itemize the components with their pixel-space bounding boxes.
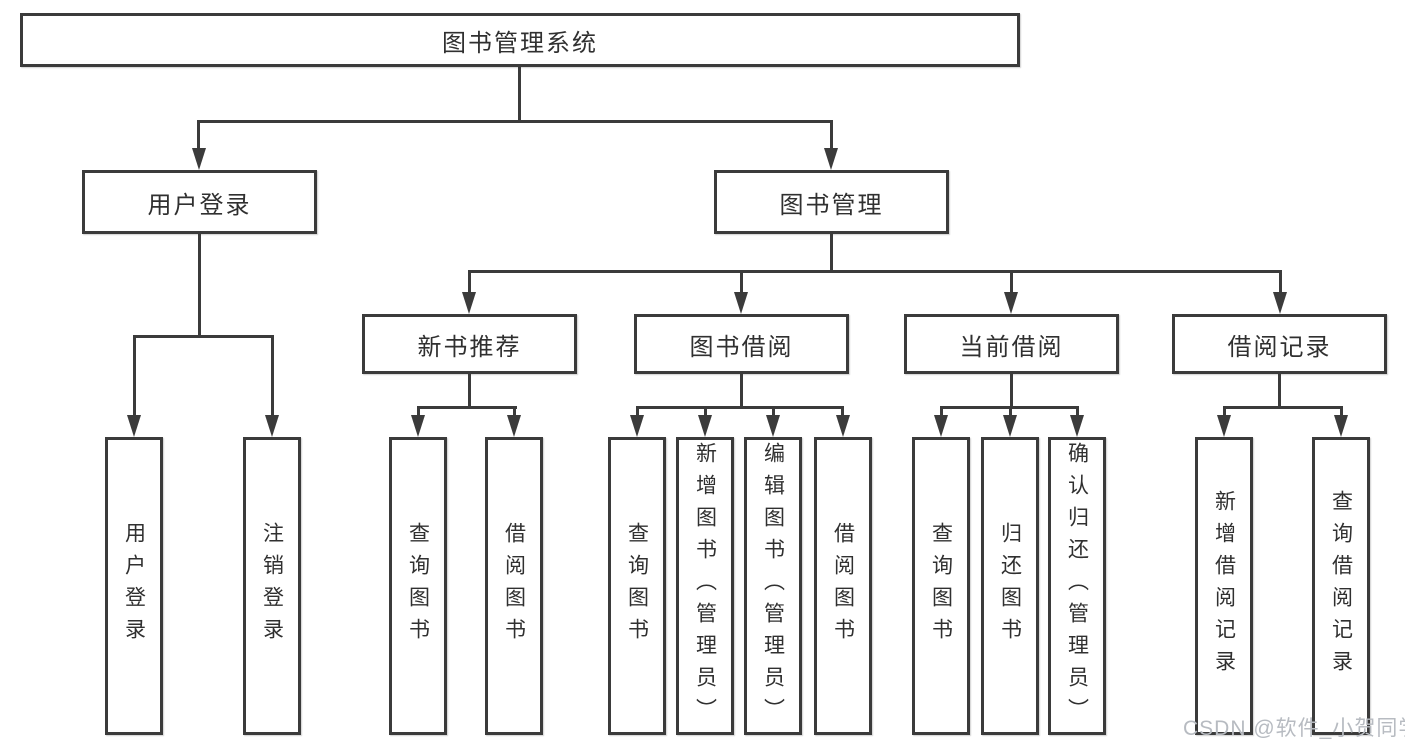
connector-stem-new-book	[468, 270, 471, 294]
leaf-add-books-admin: 新增图书（管理员）	[676, 437, 734, 735]
connector-stem-leaf-logout	[271, 335, 274, 417]
node-borrow-records: 借阅记录	[1172, 314, 1387, 374]
connector-root-trunk	[518, 67, 521, 122]
connector-book-borrow-down	[740, 374, 743, 408]
arrowhead-icon	[1003, 415, 1017, 437]
arrowhead-current-borrow-icon	[1004, 292, 1018, 314]
leaf-label: 编辑图书（管理员）	[761, 442, 785, 730]
arrowhead-leaf-logout-icon	[265, 415, 279, 437]
connector-user-login-bus	[133, 335, 274, 338]
connector-stem	[636, 406, 639, 417]
connector-stem	[1009, 406, 1012, 417]
leaf-label: 归还图书	[998, 522, 1022, 650]
leaf-label: 查询图书	[406, 522, 430, 650]
arrowhead-icon	[411, 415, 425, 437]
leaf-label: 新增图书（管理员）	[693, 442, 717, 730]
connector-level2-bus	[197, 120, 833, 123]
connector-stem-current-borrow	[1010, 270, 1013, 294]
connector-stem	[1340, 406, 1343, 417]
connector-user-login-down	[198, 234, 201, 337]
connector-new-book-bus	[417, 406, 517, 409]
arrowhead-leaf-login-icon	[127, 415, 141, 437]
connector-stem	[841, 406, 844, 417]
connector-stem-book-management	[830, 120, 833, 150]
connector-borrow-records-down	[1278, 374, 1281, 408]
leaf-logout: 注销登录	[243, 437, 301, 735]
leaf-label: 查询图书	[929, 522, 953, 650]
arrowhead-icon	[766, 415, 780, 437]
connector-stem-borrow-records	[1279, 270, 1282, 294]
watermark-text: CSDN @软件_小贺同学	[1183, 717, 1405, 740]
arrowhead-icon	[1217, 415, 1231, 437]
arrowhead-book-management-icon	[824, 148, 838, 170]
leaf-label: 借阅图书	[831, 522, 855, 650]
node-label: 图书管理	[779, 191, 884, 219]
leaf-query-books-borrow: 查询图书	[608, 437, 666, 735]
leaf-edit-books-admin: 编辑图书（管理员）	[744, 437, 802, 735]
arrowhead-new-book-icon	[462, 292, 476, 314]
arrowhead-icon	[630, 415, 644, 437]
arrowhead-icon	[507, 415, 521, 437]
node-current-borrow: 当前借阅	[904, 314, 1119, 374]
node-label: 图书管理系统	[442, 29, 598, 57]
leaf-label: 查询图书	[625, 522, 649, 650]
node-label: 图书借阅	[689, 333, 794, 361]
connector-stem	[1076, 406, 1079, 417]
connector-level3-bus	[468, 270, 1282, 273]
node-new-book-recommend: 新书推荐	[362, 314, 577, 374]
node-label: 新书推荐	[417, 333, 522, 361]
arrowhead-icon	[1334, 415, 1348, 437]
leaf-label: 注销登录	[260, 522, 284, 650]
connector-book-borrow-bus	[636, 406, 844, 409]
node-library-management-system: 图书管理系统	[20, 13, 1020, 67]
connector-stem	[704, 406, 707, 417]
node-book-borrow: 图书借阅	[634, 314, 849, 374]
connector-stem	[772, 406, 775, 417]
node-label: 当前借阅	[959, 333, 1064, 361]
leaf-label: 确认归还（管理员）	[1065, 442, 1089, 730]
arrowhead-icon	[836, 415, 850, 437]
leaf-query-books-recommend: 查询图书	[389, 437, 447, 735]
leaf-query-books-current: 查询图书	[912, 437, 970, 735]
arrowhead-icon	[934, 415, 948, 437]
leaf-user-login: 用户登录	[105, 437, 163, 735]
connector-stem	[417, 406, 420, 417]
connector-borrow-records-bus	[1223, 406, 1343, 409]
connector-stem	[513, 406, 516, 417]
connector-current-borrow-down	[1010, 374, 1013, 408]
leaf-borrow-books-recommend: 借阅图书	[485, 437, 543, 735]
connector-stem-user-login	[197, 120, 200, 150]
leaf-label: 借阅图书	[502, 522, 526, 650]
node-label: 用户登录	[147, 191, 252, 219]
leaf-borrow-books: 借阅图书	[814, 437, 872, 735]
leaf-label: 查询借阅记录	[1329, 490, 1353, 682]
node-label: 借阅记录	[1227, 333, 1332, 361]
arrowhead-icon	[698, 415, 712, 437]
connector-book-management-down	[830, 234, 833, 272]
leaf-label: 新增借阅记录	[1212, 490, 1236, 682]
node-book-management: 图书管理	[714, 170, 949, 234]
connector-stem	[1223, 406, 1226, 417]
leaf-return-books: 归还图书	[981, 437, 1039, 735]
arrowhead-icon	[1070, 415, 1084, 437]
connector-stem-leaf-login	[133, 335, 136, 417]
arrowhead-user-login-icon	[192, 148, 206, 170]
connector-new-book-down	[468, 374, 471, 408]
connector-stem	[940, 406, 943, 417]
arrowhead-borrow-records-icon	[1273, 292, 1287, 314]
leaf-add-borrow-record: 新增借阅记录	[1195, 437, 1253, 735]
node-user-login: 用户登录	[82, 170, 317, 234]
connector-stem-book-borrow	[740, 270, 743, 294]
arrowhead-book-borrow-icon	[734, 292, 748, 314]
leaf-confirm-return-admin: 确认归还（管理员）	[1048, 437, 1106, 735]
leaf-query-borrow-record: 查询借阅记录	[1312, 437, 1370, 735]
leaf-label: 用户登录	[122, 522, 146, 650]
